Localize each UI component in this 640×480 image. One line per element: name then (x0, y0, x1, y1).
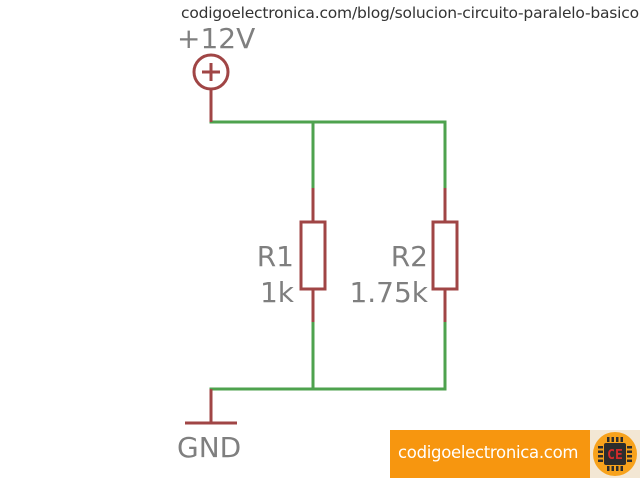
supply-symbol (192, 53, 230, 122)
r2-value-label: 1.75k (349, 276, 428, 309)
r2-body (431, 220, 459, 291)
chip-logo-icon: CE (593, 432, 637, 476)
r1-name-label: R1 (257, 240, 294, 273)
resistor-r1 (299, 188, 327, 322)
ground-label: GND (177, 431, 241, 464)
ground-symbol (185, 389, 237, 425)
logo-chip-body (604, 443, 626, 465)
page-url-caption: codigoelectronica.com/blog/solucion-circ… (181, 4, 639, 22)
logo-text: CE (607, 448, 623, 463)
wires (209, 120, 447, 391)
logo-chip-pins (598, 437, 632, 471)
supply-label: +12V (177, 22, 255, 55)
resistor-r2 (431, 188, 459, 322)
r2-name-label: R2 (391, 240, 428, 273)
brand-banner: codigoelectronica.com (390, 430, 590, 478)
r1-body (299, 220, 327, 291)
r1-value-label: 1k (260, 276, 295, 309)
brand-logo: CE (590, 430, 640, 478)
brand-banner-text: codigoelectronica.com (398, 443, 579, 462)
